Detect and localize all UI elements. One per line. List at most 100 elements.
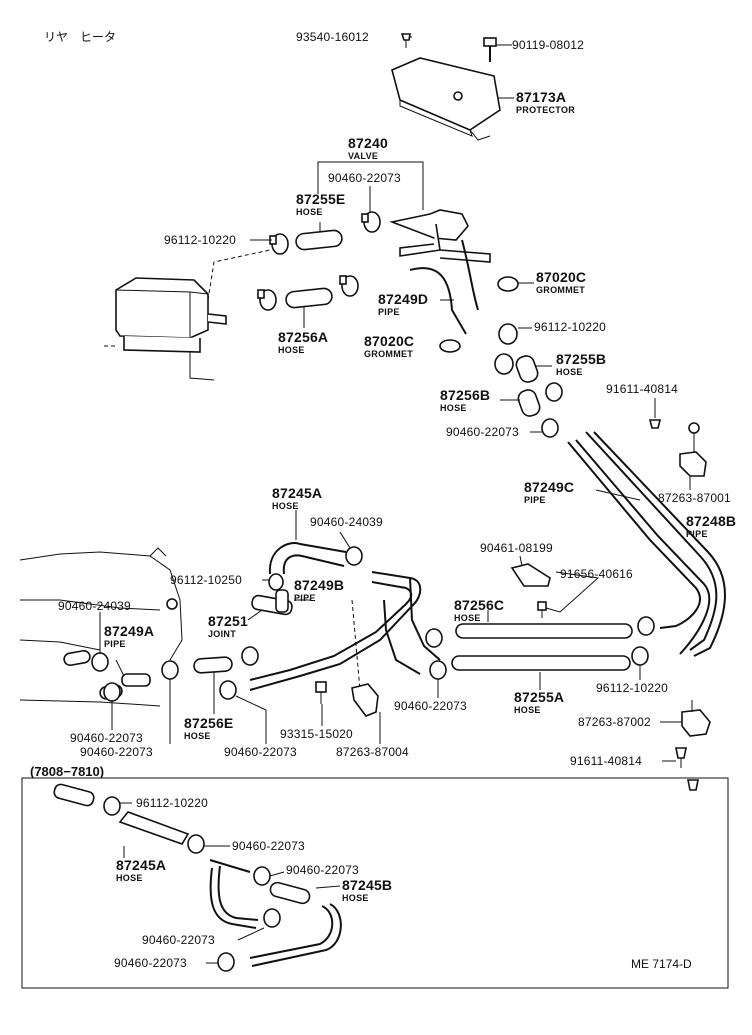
label-93315-15020: 93315-15020 <box>280 727 353 741</box>
pipe-87248b-b <box>593 431 726 657</box>
label-90460-22073-g: 90460-22073 <box>80 745 153 759</box>
hose-87255a <box>451 655 631 671</box>
inset-label: (7808−7810) <box>30 764 105 779</box>
clamp-90460e <box>429 660 447 680</box>
bracket-87263-87001 <box>679 422 707 477</box>
heater-unit <box>104 249 271 381</box>
label-90460-22073-e: 90460-22073 <box>394 699 467 713</box>
label-90460-22073-h: 90460-22073 <box>224 745 297 759</box>
leader-87249c <box>595 489 641 501</box>
clamp-87256a-right <box>339 275 359 297</box>
inset-drawing <box>53 783 342 972</box>
clamp-90460d <box>91 652 109 672</box>
label-87263-87004: 87263-87004 <box>336 745 409 759</box>
valve-part <box>389 209 491 263</box>
bolt-93540 <box>400 33 411 48</box>
grommet-87020c-lower <box>439 339 461 353</box>
clamp-96112b <box>498 323 518 345</box>
clamp-90460c <box>345 546 363 566</box>
clamp-96112d <box>631 646 649 666</box>
joint-87251 <box>251 589 293 616</box>
label-96112-10220-e: 96112-10220 <box>136 796 209 810</box>
grommet-87020c-upper <box>497 276 519 292</box>
pipe-87249a-part <box>121 673 151 687</box>
bolt-91611-upper <box>648 419 662 429</box>
clamp-96112c <box>268 573 284 591</box>
hose-87245a <box>268 542 347 575</box>
stub-hose-left <box>63 649 91 667</box>
leader-87251 <box>247 609 263 621</box>
pipe-87249d <box>409 267 467 335</box>
clamp-upper-mid <box>425 628 443 648</box>
clamp-90460f <box>103 682 121 702</box>
leader-91656 <box>545 571 600 613</box>
hose-87256b <box>517 389 541 417</box>
label-87263-87002: 87263-87002 <box>578 715 651 729</box>
pipe-87249d-b <box>461 239 479 311</box>
label-90460-24039-b: 90460-24039 <box>58 599 131 613</box>
label-91656-40616: 91656-40616 <box>560 567 633 581</box>
leader-87263c-dash <box>351 599 361 691</box>
bracket-87263-87002 <box>681 700 711 737</box>
hose-87255b <box>515 355 539 383</box>
clamp-87256a-left <box>257 289 277 311</box>
hose-87256c <box>455 623 633 639</box>
reference-code: ME 7174-D <box>631 957 692 971</box>
leader-90460h <box>235 695 267 711</box>
bracket-87263-87004 <box>351 683 379 717</box>
pipe-87249b-c <box>409 577 441 661</box>
label-91611-40814-b: 91611-40814 <box>570 754 643 768</box>
bolt-91656 <box>537 601 547 618</box>
label-96112-10220-d: 96112-10220 <box>596 681 669 695</box>
label-90460-22073-j: 90460-22073 <box>286 863 359 877</box>
clamp-90460a <box>361 211 381 233</box>
label-96112-10220-b: 96112-10220 <box>534 320 607 334</box>
label-90460-24039-a: 90460-24039 <box>310 515 383 529</box>
clamp-87256c-right <box>637 616 655 636</box>
label-90461-08199: 90461-08199 <box>480 541 553 555</box>
clamp-87255b-right <box>545 382 563 402</box>
pipe-87249c <box>567 441 701 629</box>
clamp-96112a <box>269 233 289 255</box>
clamp-90460h <box>219 680 237 700</box>
leader-87249a <box>115 659 125 677</box>
label-90460-22073-f: 90460-22073 <box>70 731 143 745</box>
label-90119-08012: 90119-08012 <box>512 38 585 52</box>
label-90460-22073-i: 90460-22073 <box>232 839 305 853</box>
hose-87245a-b <box>282 554 345 575</box>
clamp-90460b <box>541 418 559 438</box>
leader-90461 <box>519 555 523 567</box>
label-87263-87001: 87263-87001 <box>658 491 731 505</box>
protector-part <box>391 57 501 141</box>
nut-lower-right <box>687 779 699 791</box>
bolt-93315 <box>315 681 327 704</box>
hose-87256a <box>285 287 333 309</box>
clamp-lower-mid <box>241 646 259 666</box>
pipe-87249b-d <box>383 599 421 675</box>
clamp-87255b-left <box>494 353 514 375</box>
pipe-87249b <box>249 571 422 691</box>
label-93540-16012: 93540-16012 <box>296 30 369 44</box>
pipe-87248b <box>585 431 718 651</box>
label-96112-10250: 96112-10250 <box>170 573 243 587</box>
leader-90460c <box>339 531 351 549</box>
